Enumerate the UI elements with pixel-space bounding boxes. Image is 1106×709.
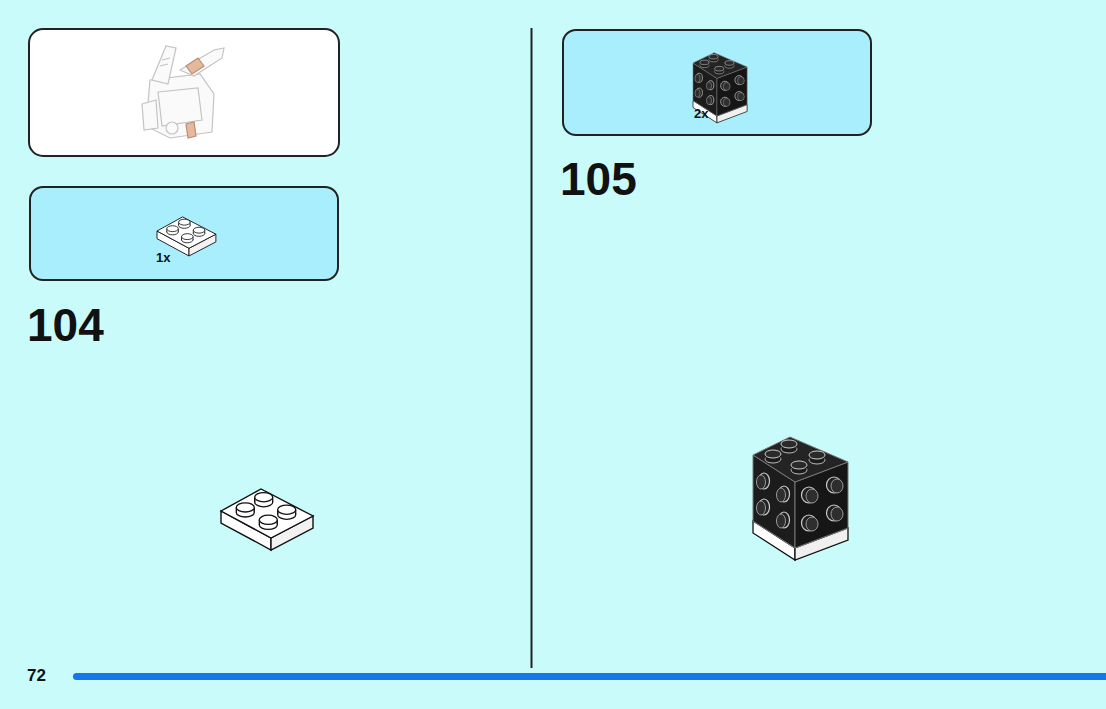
divider-line — [531, 28, 533, 668]
parts-callout: 1x — [29, 186, 339, 281]
part-icon — [564, 31, 870, 134]
plate-2x2 — [221, 489, 313, 550]
preview-box — [29, 29, 339, 156]
part-quantity: 2x — [694, 107, 708, 120]
part-icon — [31, 188, 337, 279]
page-bar — [73, 673, 1106, 680]
brick-with-side-studs — [753, 437, 848, 560]
step-number: 104 — [27, 302, 104, 348]
page-number: 72 — [27, 667, 46, 684]
subassembly-preview — [142, 46, 224, 138]
parts-callout: 2x — [562, 29, 872, 136]
step-number: 105 — [560, 156, 637, 202]
part-icon-shape — [693, 53, 747, 123]
part-quantity: 1x — [156, 251, 170, 264]
